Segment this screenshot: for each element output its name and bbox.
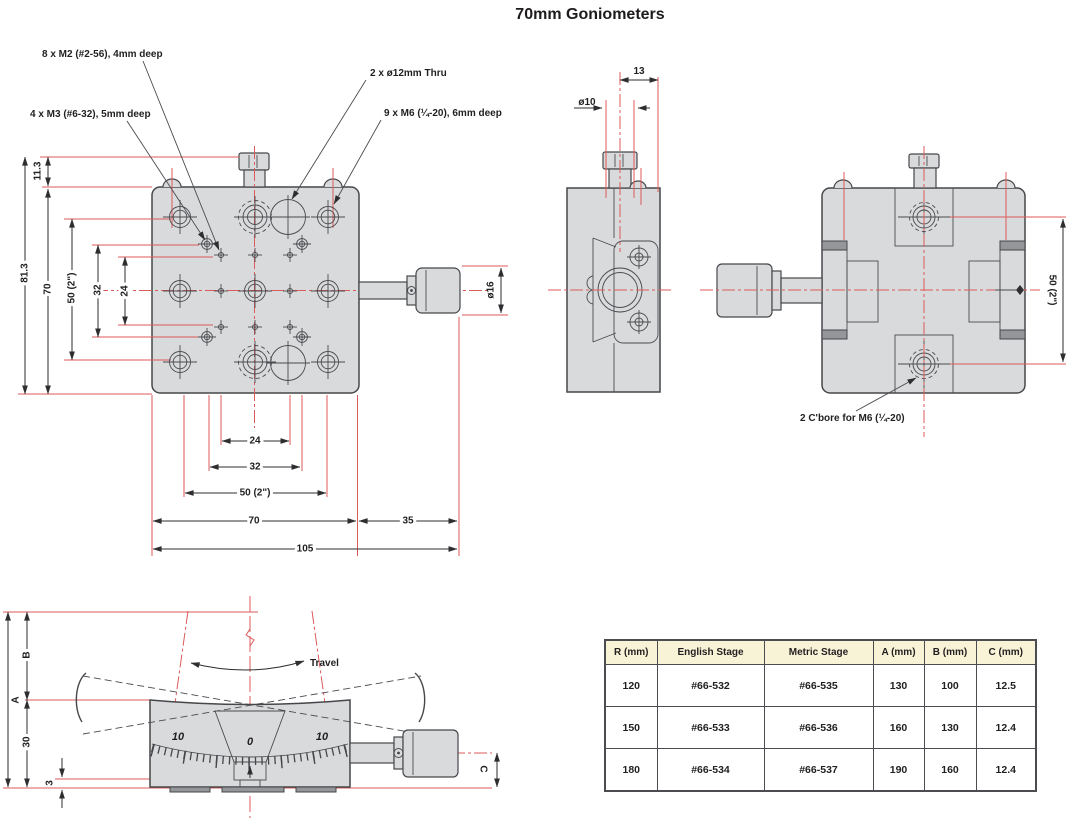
front-vertical-dims: 11.3 81.3 70 50 (2") 32 24 bbox=[17, 156, 134, 395]
col-header-r: R (mm) bbox=[604, 639, 658, 665]
rear-screw-stem bbox=[913, 167, 937, 189]
col-header-b: B (mm) bbox=[923, 639, 977, 665]
table-cell: #66-535 bbox=[763, 664, 874, 707]
table-header-row: R (mm) English Stage Metric Stage A (mm)… bbox=[604, 639, 1037, 665]
table-cell: 12.5 bbox=[975, 664, 1037, 707]
front-view: 11.3 81.3 70 50 (2") 32 24 24 32 50 (2")… bbox=[17, 49, 508, 558]
callout-cbore: 2 C'bore for M6 (¼-20) bbox=[800, 413, 905, 424]
callout-m2: 8 x M2 (#2-56), 4mm deep bbox=[42, 49, 163, 60]
micrometer-knob-profile bbox=[349, 729, 459, 778]
table-cell: #66-537 bbox=[763, 748, 874, 792]
table-cell: 12.4 bbox=[975, 706, 1037, 749]
table-cell: #66-534 bbox=[656, 748, 765, 792]
dim-70-v: 70 bbox=[43, 283, 54, 295]
dim-30: 30 bbox=[22, 736, 33, 748]
rear-view: 50 (2") 2 C'bore for M6 (¼-20) bbox=[700, 146, 1066, 437]
table-cell: 160 bbox=[872, 706, 925, 749]
dim-70-h: 70 bbox=[248, 516, 260, 527]
scale-arc bbox=[151, 743, 349, 758]
rear-plunger-left bbox=[833, 179, 853, 189]
dim-13: 13 bbox=[633, 66, 645, 77]
dim-50-h: 50 (2") bbox=[240, 488, 271, 499]
callout-m3: 4 x M3 (#6-32), 5mm deep bbox=[30, 109, 151, 120]
dim-3: 3 bbox=[45, 780, 56, 786]
front-callouts: 8 x M2 (#2-56), 4mm deep 4 x M3 (#6-32),… bbox=[30, 49, 502, 251]
dim-24-h: 24 bbox=[249, 436, 261, 447]
dim-A: A bbox=[11, 696, 22, 703]
travel-arc-arrow bbox=[190, 660, 305, 671]
dim-32-v: 32 bbox=[93, 284, 104, 296]
spec-table: R (mm) English Stage Metric Stage A (mm)… bbox=[604, 639, 1037, 792]
table-cell: 150 bbox=[604, 706, 658, 749]
col-header-c: C (mm) bbox=[975, 639, 1037, 665]
dim-24-v: 24 bbox=[120, 285, 131, 297]
dim-dia16: ø16 bbox=[486, 281, 497, 299]
table-row: 150 #66-533 #66-536 160 130 12.4 bbox=[604, 706, 1037, 749]
table-cell: 120 bbox=[604, 664, 658, 707]
profile-view: 10 0 10 Travel A B 30 3 C bbox=[3, 596, 500, 818]
dim-32-h: 32 bbox=[249, 462, 261, 473]
dim-105: 105 bbox=[297, 544, 314, 555]
scale-label-right: 10 bbox=[316, 731, 329, 743]
front-horizontal-dims: 24 32 50 (2") 70 35 105 bbox=[152, 433, 458, 558]
break-symbol bbox=[245, 628, 255, 647]
table-cell: #66-533 bbox=[656, 706, 765, 749]
platform-edge-right bbox=[414, 672, 426, 723]
dim-dia10: ø10 bbox=[578, 97, 596, 108]
table-cell: 160 bbox=[923, 748, 977, 792]
side-plunger bbox=[629, 180, 647, 189]
page-title: 70mm Goniometers bbox=[515, 6, 665, 23]
travel-label: Travel bbox=[310, 658, 339, 669]
table-cell: 190 bbox=[872, 748, 925, 792]
dim-B: B bbox=[22, 651, 33, 658]
table-cell: 12.4 bbox=[975, 748, 1037, 792]
dim-50-rear: 50 (2") bbox=[1046, 275, 1057, 306]
table-cell: #66-536 bbox=[763, 706, 874, 749]
table-cell: 100 bbox=[923, 664, 977, 707]
platform-edge-left bbox=[75, 672, 87, 723]
table-cell: 130 bbox=[872, 664, 925, 707]
callout-m6: 9 x M6 (¼-20), 6mm deep bbox=[384, 108, 502, 119]
dim-11-3: 11.3 bbox=[33, 161, 44, 180]
callout-thru: 2 x ø12mm Thru bbox=[370, 68, 447, 79]
table-row: 180 #66-534 #66-537 190 160 12.4 bbox=[604, 748, 1037, 792]
center-marker bbox=[1016, 285, 1024, 295]
goniometer-body bbox=[149, 699, 351, 788]
table-cell: 180 bbox=[604, 748, 658, 792]
table-cell: #66-532 bbox=[656, 664, 765, 707]
dim-35: 35 bbox=[402, 516, 414, 527]
col-header-a: A (mm) bbox=[872, 639, 925, 665]
side-view: 13 ø10 bbox=[548, 66, 672, 393]
dim-81-3: 81.3 bbox=[20, 263, 31, 283]
micrometer-knob-front bbox=[358, 267, 461, 314]
col-header-english-stage: English Stage bbox=[656, 639, 765, 665]
table-cell: 130 bbox=[923, 706, 977, 749]
scale-label-zero: 0 bbox=[247, 736, 254, 748]
scale-label-left: 10 bbox=[172, 731, 185, 743]
col-header-metric-stage: Metric Stage bbox=[763, 639, 874, 665]
dim-50-v: 50 (2") bbox=[67, 273, 78, 304]
table-row: 120 #66-532 #66-535 130 100 12.5 bbox=[604, 664, 1037, 707]
dim-C: C bbox=[477, 765, 488, 772]
